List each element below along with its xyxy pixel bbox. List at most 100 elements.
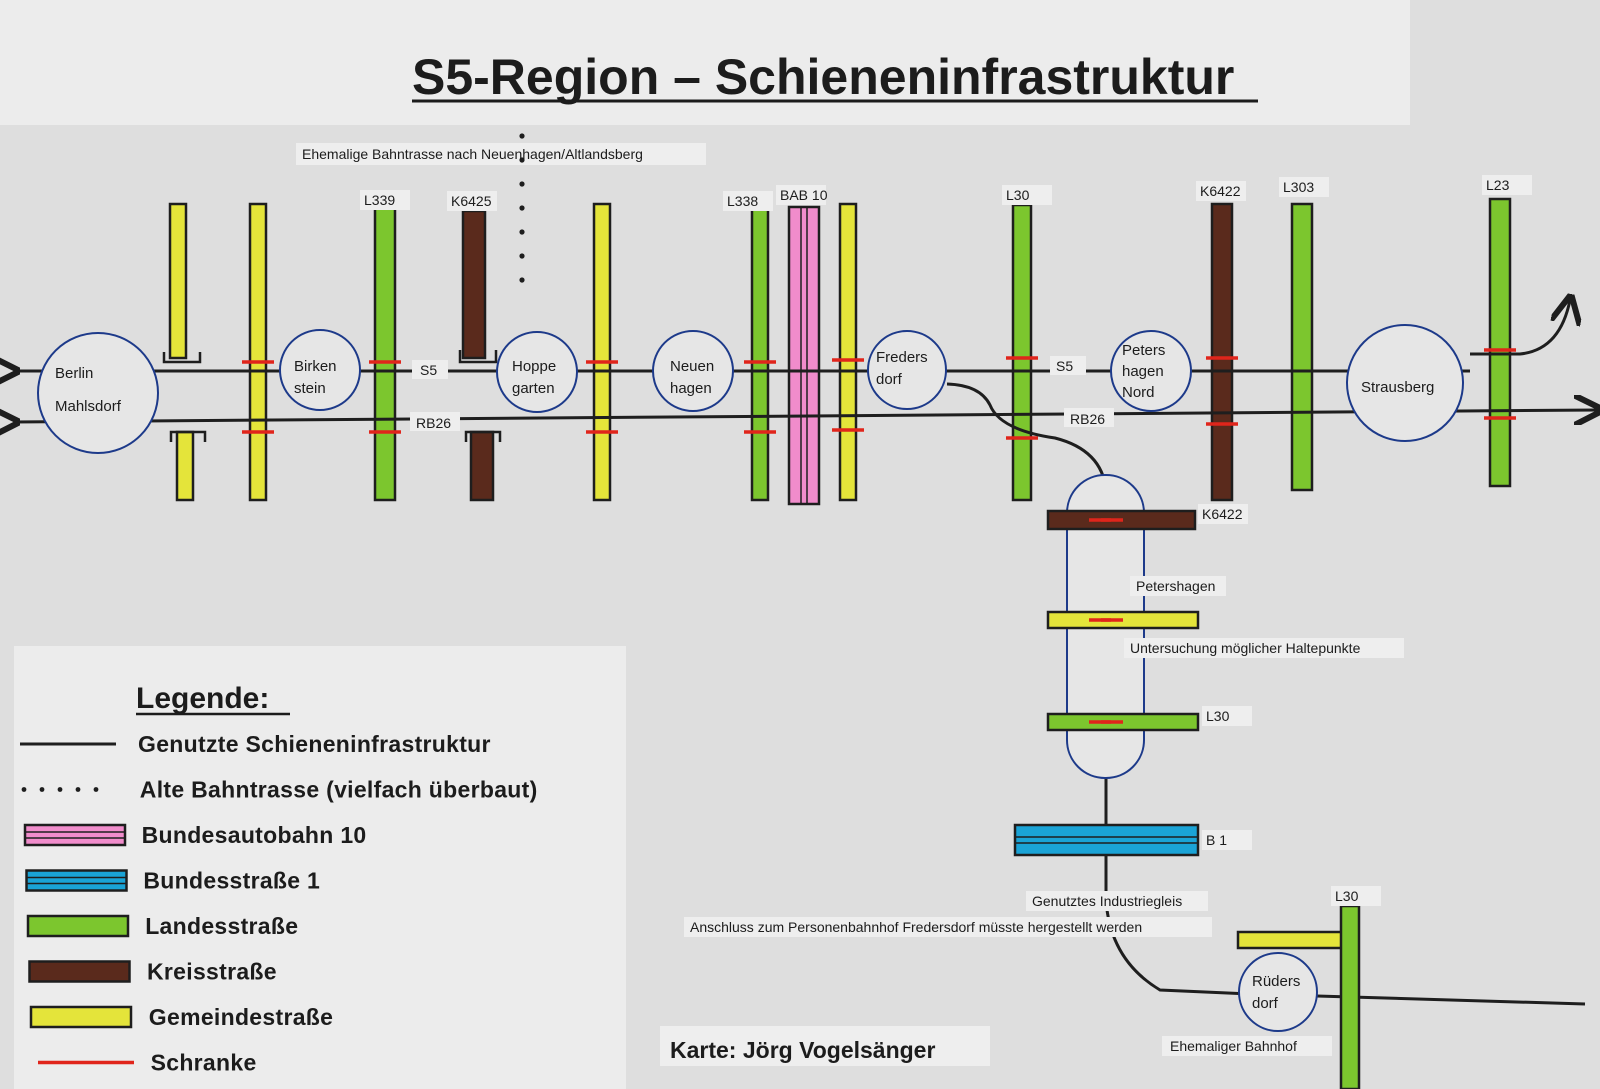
l30-label: L30 bbox=[1006, 187, 1030, 203]
former-line-dot bbox=[519, 157, 525, 163]
branch-notes: Petershagen Untersuchung möglicher Halte… bbox=[684, 576, 1404, 1056]
former-line-dot bbox=[519, 253, 525, 259]
petershagen-note: Petershagen bbox=[1136, 578, 1215, 594]
legend-label-bundesstra-e-1: Bundesstraße 1 bbox=[143, 868, 320, 894]
title-strip bbox=[0, 0, 1410, 125]
legend-swatch-road bbox=[25, 869, 128, 892]
k6425-road-north bbox=[461, 209, 487, 360]
bottom-gemeinde-road bbox=[1236, 930, 1348, 950]
bottom-l30-label-bg bbox=[1331, 886, 1381, 906]
gemeinde-road-4 bbox=[838, 202, 858, 502]
l303-label: L303 bbox=[1283, 179, 1314, 195]
rb26-track bbox=[14, 410, 1598, 422]
s5-label-1: S5 bbox=[420, 362, 437, 378]
legend-swatch-dotted bbox=[21, 787, 99, 792]
industrial-note-bg bbox=[1026, 891, 1208, 911]
former-line-note-bg bbox=[296, 143, 706, 165]
petershagen-note-bg bbox=[1130, 576, 1226, 596]
former-line-dot bbox=[519, 229, 525, 235]
gemeinde-road-3 bbox=[592, 202, 612, 502]
l339-label: L339 bbox=[364, 192, 395, 208]
station-fredersdorf-circle bbox=[867, 330, 947, 410]
gemeinde-road-1-north bbox=[168, 202, 188, 360]
k6425-road-south bbox=[469, 430, 495, 502]
legend-item-bundesautobahn-10: Bundesautobahn 10 bbox=[23, 822, 366, 848]
former-line-dot bbox=[519, 133, 525, 139]
legend: Legende: Genutzte SchieneninfrastrukturA… bbox=[20, 682, 538, 1076]
underpass-bracket-1 bbox=[162, 352, 202, 364]
legend-heading: Legende: bbox=[136, 682, 269, 715]
stops-study-note-bg bbox=[1124, 638, 1404, 658]
k6422-label-bg bbox=[1196, 181, 1246, 201]
station-petershagen-nord-circle bbox=[1110, 330, 1192, 412]
legend-item-alte-bahntrasse-vielfach-berbaut: Alte Bahntrasse (vielfach überbaut) bbox=[21, 777, 538, 803]
map-title: S5-Region – Schieneninfrastruktur bbox=[412, 49, 1234, 105]
station-berlin-mahlsdorf-label-0: Berlin bbox=[55, 365, 93, 382]
l303-label-bg bbox=[1279, 177, 1329, 197]
former-line-dot bbox=[519, 205, 525, 211]
bab10-road bbox=[787, 205, 821, 506]
legend-swatch-road bbox=[26, 914, 130, 938]
legend-item-schranke: Schranke bbox=[38, 1050, 256, 1076]
former-line-dot bbox=[519, 181, 525, 187]
station-petershagen-nord-label-2: Nord bbox=[1122, 384, 1155, 401]
line-labels: S5 RB26 S5 RB26 bbox=[410, 356, 1114, 431]
legend-label-genutzte-schieneninfrastruktur: Genutzte Schieneninfrastruktur bbox=[138, 731, 491, 757]
station-fredersdorf-label-1: dorf bbox=[876, 371, 903, 388]
k6422-label: K6422 bbox=[1200, 183, 1241, 199]
bottom-l30-road bbox=[1339, 904, 1361, 1089]
station-strausberg-circle bbox=[1346, 324, 1464, 442]
station-ruedersdorf-label-0: Rüders bbox=[1252, 973, 1300, 990]
s5-label-2: S5 bbox=[1056, 358, 1073, 374]
stops-study-note: Untersuchung möglicher Haltepunkte bbox=[1130, 640, 1361, 656]
station-ruedersdorf-label-1: dorf bbox=[1252, 995, 1279, 1012]
station-berlin-mahlsdorf-circle bbox=[37, 332, 159, 454]
l338-label: L338 bbox=[727, 193, 758, 209]
gemeinde-road-2 bbox=[248, 202, 268, 502]
k6425-label: K6425 bbox=[451, 193, 492, 209]
station-hoppegarten-label-1: garten bbox=[512, 380, 555, 397]
former-station-note-bg bbox=[1162, 1036, 1332, 1056]
l338-road bbox=[750, 205, 770, 502]
station-hoppegarten-circle bbox=[496, 331, 578, 413]
connection-note-bg bbox=[684, 917, 1212, 937]
credit-bg bbox=[660, 1026, 990, 1066]
legend-swatch-road bbox=[29, 1005, 133, 1029]
legend-item-bundesstra-e-1: Bundesstraße 1 bbox=[25, 868, 320, 894]
bab10-label: BAB 10 bbox=[780, 187, 828, 203]
branch-track bbox=[946, 382, 1586, 1006]
rb26-label-1: RB26 bbox=[416, 415, 451, 431]
legend-item-kreisstra-e: Kreisstraße bbox=[28, 959, 277, 985]
rb26-label-2: RB26 bbox=[1070, 411, 1105, 427]
k6425-label-bg bbox=[447, 191, 497, 211]
s5-label-bg-2 bbox=[1050, 356, 1086, 375]
rb26-label-bg-1 bbox=[410, 412, 460, 431]
b1-road bbox=[1013, 823, 1200, 857]
legend-label-kreisstra-e: Kreisstraße bbox=[147, 959, 277, 985]
l338-label-bg bbox=[723, 191, 773, 211]
main-rail-lines bbox=[14, 300, 1598, 422]
station-fredersdorf: Fredersdorf bbox=[867, 330, 947, 410]
s5-east-extension bbox=[1470, 300, 1570, 356]
station-ruedersdorf: Rüders dorf bbox=[1238, 952, 1318, 1032]
branch-l30-label-bg bbox=[1202, 706, 1252, 726]
legend-label-alte-bahntrasse-vielfach-berbaut: Alte Bahntrasse (vielfach überbaut) bbox=[140, 777, 538, 803]
station-petershagen-nord-label-1: hagen bbox=[1122, 363, 1164, 380]
legend-swatch-road bbox=[28, 960, 131, 983]
station-neuenhagen-label-0: Neuen bbox=[670, 358, 714, 375]
station-strausberg-label-0: Strausberg bbox=[1361, 379, 1434, 396]
s5-label-bg-1 bbox=[412, 360, 448, 379]
l339-road bbox=[373, 205, 397, 502]
connection-note: Anschluss zum Personenbahnhof Fredersdor… bbox=[690, 919, 1142, 935]
station-birkenstein-label-1: stein bbox=[294, 380, 326, 397]
legend-item-genutzte-schieneninfrastruktur: Genutzte Schieneninfrastruktur bbox=[20, 731, 491, 757]
station-neuenhagen-label-1: hagen bbox=[670, 380, 712, 397]
former-line-dots bbox=[519, 133, 525, 283]
b1-label-bg bbox=[1202, 830, 1252, 850]
station-neuenhagen: Neuen hagen bbox=[652, 330, 734, 412]
station-strausberg: Strausberg bbox=[1346, 324, 1464, 442]
station-birkenstein-circle bbox=[279, 329, 361, 411]
